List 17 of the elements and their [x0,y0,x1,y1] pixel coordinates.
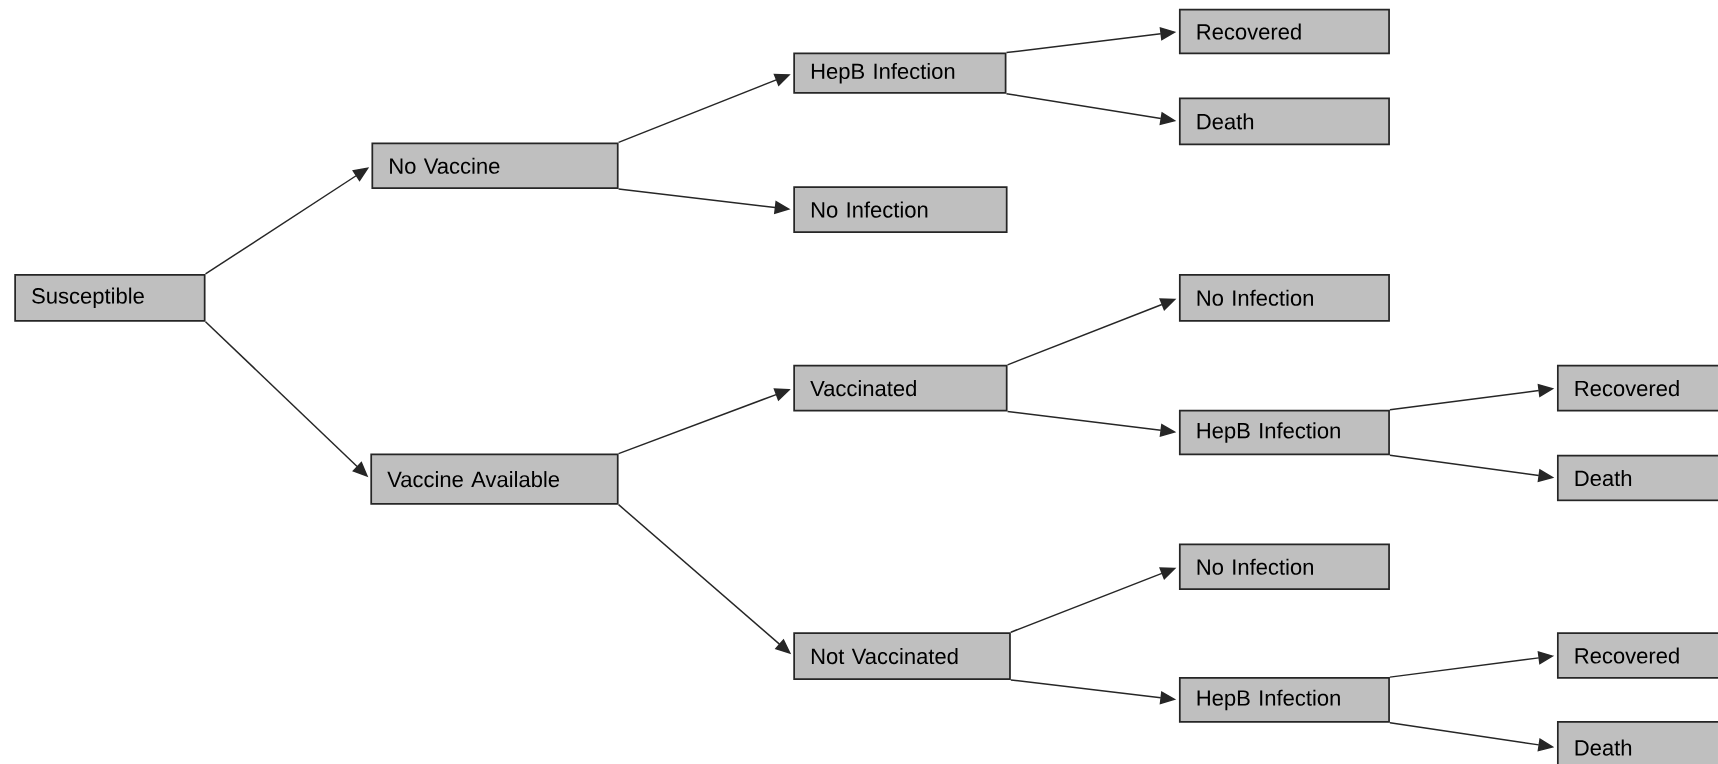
state-box: Death [1556,720,1718,764]
state-box: Recovered [1556,632,1718,679]
state-box: Susceptible [14,273,206,322]
state-box: Death [1556,454,1718,502]
state-box: Death [1178,97,1390,146]
state-box: Recovered [1556,364,1718,412]
state-box: Vaccinated [793,364,1008,412]
state-box: No Infection [1178,273,1390,322]
state-box: HepB Infection [1178,677,1390,723]
state-box: No Vaccine [371,142,619,190]
state-box: No Infection [1178,543,1390,591]
state-box: Not Vaccinated [793,632,1011,680]
state-box: HepB Infection [1178,409,1390,456]
state-box: HepB Infection [793,52,1007,94]
state-box: Vaccine Available [370,453,619,505]
state-box: No Infection [793,186,1008,233]
state-box: Recovered [1178,8,1390,55]
